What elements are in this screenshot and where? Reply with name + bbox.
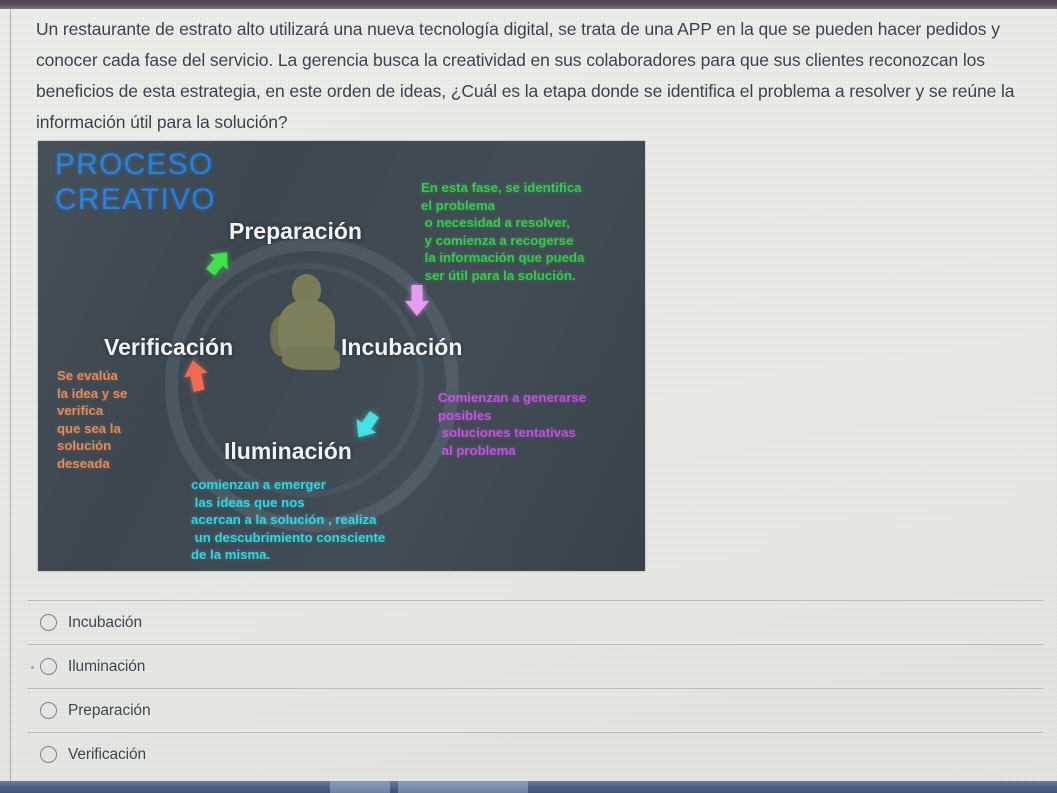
verificacion-arrow-icon — [181, 359, 211, 393]
iluminacion-arrow-icon — [350, 409, 384, 441]
option-row-iluminacion[interactable]: Iluminación — [27, 644, 1043, 688]
stage-label-verificacion: Verificación — [104, 334, 234, 360]
radio-verificacion[interactable] — [40, 746, 57, 763]
radio-preparacion[interactable] — [40, 702, 57, 719]
incubacion-arrow-icon — [403, 283, 431, 317]
radio-incubacion[interactable] — [40, 614, 57, 631]
left-margin-rule — [10, 9, 11, 781]
stage-label-preparacion: Preparación — [229, 218, 362, 244]
stage-description-verificacion: Se evalúa la idea y se verifica que sea … — [57, 368, 128, 471]
option-label-preparacion: Preparación — [68, 701, 151, 719]
preparacion-arrow-icon — [201, 248, 235, 278]
option-row-verificacion[interactable]: Verificación — [27, 732, 1043, 776]
question-text: Un restaurante de estrato alto utilizará… — [36, 19, 1015, 132]
option-row-preparacion[interactable]: Preparación — [27, 688, 1043, 732]
option-label-verificacion: Verificación — [68, 745, 147, 763]
stage-description-incubacion: Comienzan a generarse posibles solucione… — [438, 390, 587, 458]
answer-options-list: Incubación Iluminación Preparación Verif… — [27, 600, 1043, 776]
stage-label-incubacion: Incubación — [341, 334, 463, 360]
stage-description-iluminacion: comienzan a emerger las ideas que nos ac… — [191, 477, 386, 562]
diagram-title-line1: PROCESO — [55, 148, 214, 181]
diagram-title: PROCESO CREATIVO — [55, 147, 216, 217]
option-label-iluminacion: Iluminación — [68, 657, 146, 675]
top-edge-strip — [0, 0, 1057, 9]
stage-label-iluminacion: Iluminación — [224, 438, 352, 464]
bottom-system-bar — [0, 781, 1057, 793]
paper-speck — [31, 666, 34, 669]
stage-description-preparacion: En esta fase, se identifica el problema … — [421, 180, 585, 283]
diagram-title-line2: CREATIVO — [55, 183, 216, 216]
seated-person-silhouette — [270, 274, 342, 374]
option-label-incubacion: Incubación — [68, 613, 142, 631]
creative-process-diagram: PROCESO CREATIVO Preparación Verificació… — [38, 141, 645, 571]
radio-iluminacion[interactable] — [40, 658, 57, 675]
option-row-incubacion[interactable]: Incubación — [27, 600, 1043, 644]
